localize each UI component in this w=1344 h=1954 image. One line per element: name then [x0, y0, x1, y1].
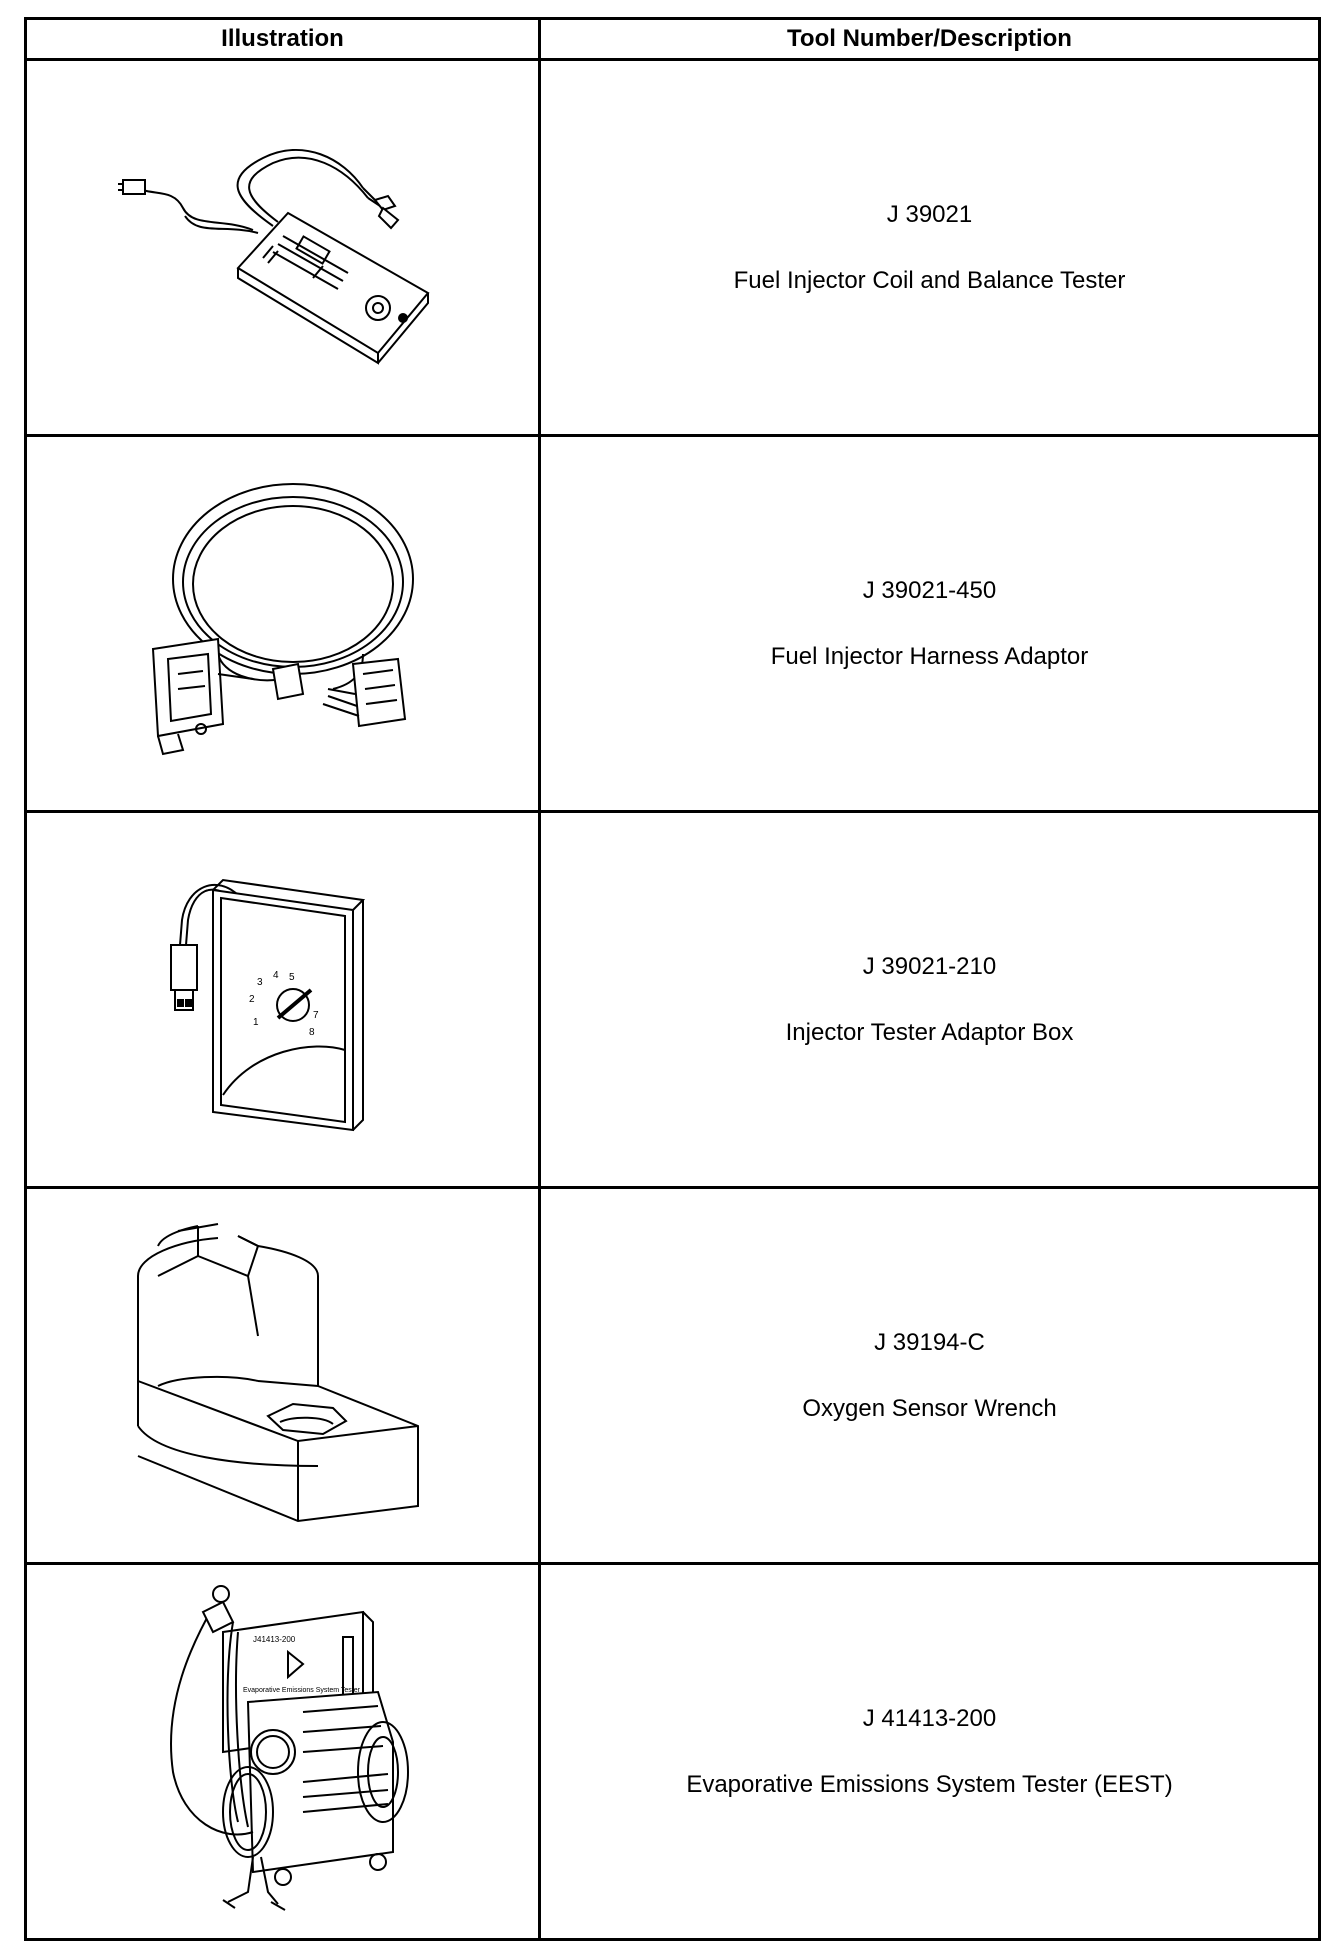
illustration-cell: 3 4 5 2 7 1 8: [24, 810, 541, 1189]
oxygen-sensor-wrench-icon: [136, 1222, 419, 1522]
table-row: J41413-200 Evaporative Emissions System …: [24, 1562, 1321, 1941]
dial-label-5: 5: [289, 972, 295, 983]
tool-description: Fuel Injector Harness Adaptor: [770, 642, 1089, 670]
tool-number: J 39021-450: [862, 576, 997, 604]
table-row: 3 4 5 2 7 1 8 J 39021-210 Injector Teste…: [24, 810, 1321, 1189]
harness-adaptor-icon: [151, 482, 414, 755]
tool-number: J 39021-210: [862, 952, 997, 980]
tool-description-cell: J 39021-210 Injector Tester Adaptor Box: [538, 810, 1321, 1189]
table-row: J 39194-C Oxygen Sensor Wrench: [24, 1186, 1321, 1565]
illustration-cell: [24, 434, 541, 813]
tool-description-cell: J 39021-450 Fuel Injector Harness Adapto…: [538, 434, 1321, 813]
adaptor-box-icon: 3 4 5 2 7 1 8: [169, 878, 365, 1131]
table-row: J 39021-450 Fuel Injector Harness Adapto…: [24, 434, 1321, 813]
illustration-cell: [24, 58, 541, 437]
tool-description: Evaporative Emissions System Tester (EES…: [686, 1770, 1173, 1798]
eest-device-name: Evaporative Emissions System Tester: [243, 1687, 361, 1694]
tool-table: Illustration Tool Number/Description: [24, 17, 1321, 1941]
tool-number: J 39194-C: [874, 1328, 985, 1356]
header-illustration: Illustration: [24, 17, 541, 61]
dial-label-2: 2: [249, 994, 255, 1005]
tool-number: J 39021: [886, 200, 973, 228]
tool-number: J 41413-200: [862, 1704, 997, 1732]
header-row: Illustration Tool Number/Description: [24, 17, 1321, 61]
header-tool-number-description: Tool Number/Description: [538, 17, 1321, 61]
illustration-cell: [24, 1186, 541, 1565]
tool-description-cell: J 41413-200 Evaporative Emissions System…: [538, 1562, 1321, 1941]
tool-description-cell: J 39194-C Oxygen Sensor Wrench: [538, 1186, 1321, 1565]
table-row: J 39021 Fuel Injector Coil and Balance T…: [24, 58, 1321, 437]
dial-label-4: 4: [273, 970, 279, 981]
eest-icon: J41413-200 Evaporative Emissions System …: [169, 1584, 409, 1911]
dial-label-1: 1: [253, 1017, 259, 1028]
tool-description-cell: J 39021 Fuel Injector Coil and Balance T…: [538, 58, 1321, 437]
tool-description: Fuel Injector Coil and Balance Tester: [733, 266, 1126, 294]
dial-label-7: 7: [313, 1010, 319, 1021]
illustration-cell: J41413-200 Evaporative Emissions System …: [24, 1562, 541, 1941]
dial-label-3: 3: [257, 977, 263, 988]
injector-balance-tester-icon: [117, 148, 430, 365]
tool-description: Injector Tester Adaptor Box: [785, 1018, 1074, 1046]
tool-description: Oxygen Sensor Wrench: [802, 1394, 1057, 1422]
dial-label-8: 8: [309, 1027, 315, 1038]
eest-part-number: J41413-200: [253, 1635, 296, 1644]
